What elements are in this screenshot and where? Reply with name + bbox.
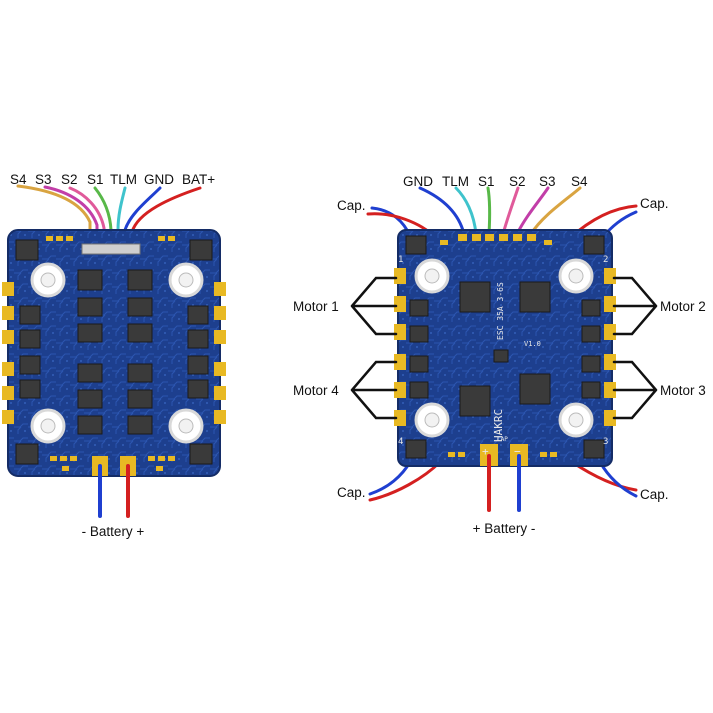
wire-s4	[529, 186, 582, 236]
right-silkscreen: HAKRC ESC 35A 3-6S V1.0 CAP 1 2 3 4 + −	[398, 255, 608, 458]
right-cap-wires-bottom	[368, 460, 638, 502]
svg-text:+: +	[482, 445, 489, 458]
motor-4-wires	[350, 360, 398, 420]
label-cap-top-left: Cap.	[337, 198, 366, 213]
silk-model: ESC 35A 3-6S	[496, 282, 505, 340]
silk-version: V1.0	[524, 340, 541, 348]
left-mount-holes	[30, 262, 204, 444]
right-signal-wires	[418, 186, 582, 236]
wire-s3	[515, 186, 550, 236]
label-s1: S1	[478, 174, 495, 189]
label-cap-bottom-left: Cap.	[337, 485, 366, 500]
left-signal-connector	[81, 243, 141, 255]
label-s3: S3	[35, 172, 52, 187]
wire-s3	[43, 185, 99, 250]
label-tlm: TLM	[442, 174, 469, 189]
left-signal-labels: S4 S3 S2 S1 TLM GND BAT+	[10, 172, 215, 187]
svg-text:−: −	[514, 445, 521, 458]
right-battery-label: + Battery -	[473, 521, 536, 536]
wire-s1	[486, 186, 492, 236]
label-s4: S4	[571, 174, 588, 189]
silk-corner-1: 1	[398, 255, 403, 265]
wire-tlm	[454, 186, 478, 236]
silk-corner-4: 4	[398, 437, 403, 447]
label-motor-3: Motor 3	[660, 383, 706, 398]
label-motor-1: Motor 1	[293, 299, 339, 314]
right-signal-labels: GND TLM S1 S2 S3 S4	[403, 174, 588, 189]
wire-s4	[16, 184, 92, 250]
left-smd-pads	[46, 236, 175, 471]
label-gnd: GND	[403, 174, 433, 189]
motor-1-wires	[350, 276, 398, 336]
right-motor-wires	[350, 276, 658, 420]
silk-corner-2: 2	[603, 255, 608, 265]
label-cap-top-right: Cap.	[640, 196, 669, 211]
left-side-pads	[2, 282, 226, 424]
label-s2: S2	[61, 172, 78, 187]
motor-2-wires	[612, 276, 658, 336]
label-s1: S1	[87, 172, 104, 187]
silk-corner-3: 3	[603, 437, 608, 447]
right-signal-pads	[440, 234, 557, 457]
left-mosfets	[15, 239, 213, 465]
label-motor-4: Motor 4	[293, 383, 339, 398]
label-s2: S2	[509, 174, 526, 189]
silk-brand: HAKRC	[492, 409, 505, 442]
label-s4: S4	[10, 172, 27, 187]
right-esc-board: HAKRC ESC 35A 3-6S V1.0 CAP 1 2 3 4 + − …	[293, 174, 706, 536]
motor-3-wires	[612, 360, 658, 420]
wire-gnd	[418, 186, 466, 236]
silk-cap: CAP	[497, 436, 508, 443]
right-pcb	[397, 229, 613, 467]
label-tlm: TLM	[110, 172, 137, 187]
label-gnd: GND	[144, 172, 174, 187]
label-cap-bottom-right: Cap.	[640, 487, 669, 502]
left-battery-label: - Battery +	[82, 524, 145, 539]
label-motor-2: Motor 2	[660, 299, 706, 314]
label-s3: S3	[539, 174, 556, 189]
right-mount-holes	[414, 258, 594, 438]
left-esc-board: S4 S3 S2 S1 TLM GND BAT+ - Battery +	[2, 172, 226, 539]
left-signal-wires	[16, 184, 202, 250]
wire-s2	[68, 186, 106, 250]
label-bat: BAT+	[182, 172, 215, 187]
wire-s2	[501, 186, 520, 236]
right-motor-pads	[394, 268, 616, 426]
right-chips	[405, 235, 605, 459]
